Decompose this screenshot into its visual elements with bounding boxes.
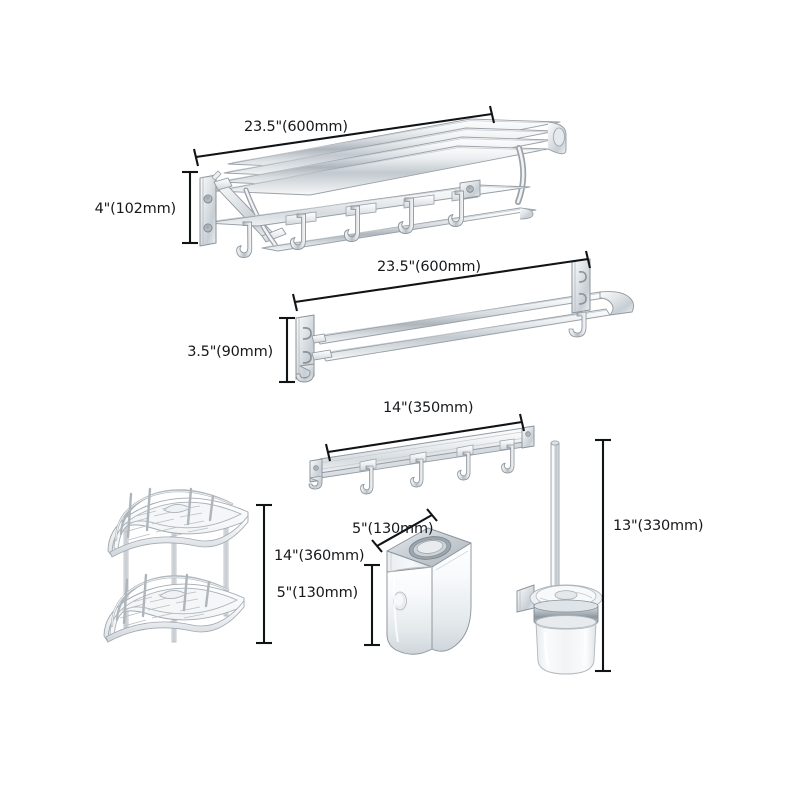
rack-wall-plate [199, 170, 233, 247]
rack-width-label: 23.5"(600mm) [244, 119, 348, 135]
dimension-paper-width: 5"(130mm) [352, 508, 438, 553]
brush-height-label: 13"(330mm) [613, 518, 703, 534]
paperholder-cover [386, 542, 472, 655]
dimension-brush-height: 13"(330mm) [595, 438, 704, 673]
rail-width-label: 14"(350mm) [383, 400, 473, 416]
product-hook-rail: 14"(350mm) [308, 400, 535, 495]
product-corner-shelf: 14"(360mm) [103, 487, 365, 645]
towelbar-right-end [599, 291, 635, 316]
towelbar-left-post [295, 314, 333, 383]
dimension-rack-height: 4"(102mm) [95, 170, 198, 245]
bar-width-label: 23.5"(600mm) [377, 259, 481, 275]
dimension-bar-height: 3.5"(90mm) [187, 316, 295, 384]
rack-height-label: 4"(102mm) [95, 201, 176, 217]
dimension-bar-width: 23.5"(600mm) [291, 250, 592, 312]
product-folding-towel-rack: 23.5"(600mm) 4"(102mm) [95, 105, 567, 259]
dimension-rail-width: 14"(350mm) [324, 400, 526, 462]
rack-right-brace [515, 145, 527, 205]
paper-width-label: 5"(130mm) [352, 521, 433, 537]
product-toilet-paper-holder: 5"(130mm) 5"(130mm) [277, 508, 472, 655]
rack-hook-bar [205, 179, 531, 227]
brush-glass-cup [535, 615, 597, 675]
dimension-paper-height: 5"(130mm) [277, 563, 380, 647]
dimension-shelf-height: 14"(360mm) [256, 503, 365, 645]
product-double-towel-bar: 23.5"(600mm) 3.5"(90mm) [187, 250, 635, 384]
dimension-rack-width: 23.5"(600mm) [192, 105, 496, 167]
paperholder-top [386, 527, 472, 568]
bar-height-label: 3.5"(90mm) [187, 344, 273, 360]
towelbar-right-hook [568, 311, 587, 338]
product-toilet-brush-holder: 13"(330mm) [516, 438, 704, 675]
paper-height-label: 5"(130mm) [277, 585, 358, 601]
cornershelf-top-tier [107, 487, 249, 558]
rack-shelf-tubes [215, 118, 567, 196]
cornershelf-bottom-tier [103, 573, 245, 643]
towelbar-right-post [571, 258, 591, 314]
shelf-height-label: 14"(360mm) [274, 548, 364, 564]
brush-handle [550, 440, 560, 591]
